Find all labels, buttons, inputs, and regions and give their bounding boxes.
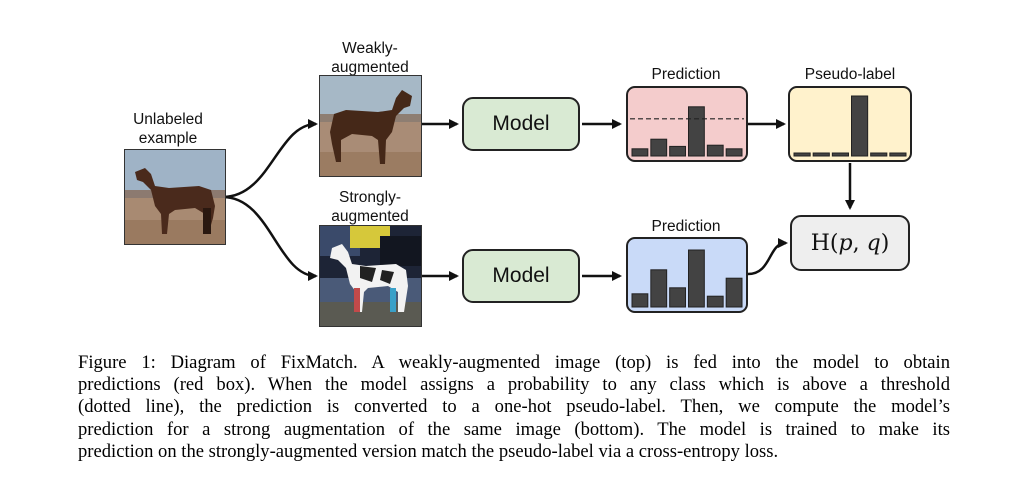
cross-entropy-loss-box: H(p, q) — [790, 215, 910, 271]
strong-image — [319, 225, 422, 327]
bar — [793, 152, 811, 157]
figure-caption: Figure 1: Diagram of FixMatch. A weakly-… — [78, 352, 950, 463]
bar — [631, 293, 649, 308]
horse-photo-strongly-augmented-icon — [320, 226, 421, 326]
model-bottom: Model — [462, 249, 580, 303]
bar — [725, 148, 743, 157]
caption-line: (dotted line), the prediction is convert… — [78, 396, 950, 418]
bar — [650, 138, 668, 157]
bar — [831, 152, 849, 157]
prediction-bottom-label: Prediction — [651, 218, 721, 235]
bar — [688, 249, 705, 308]
arrow-prediction-to-loss — [747, 238, 788, 276]
weak-label: Weakly-augmented — [331, 40, 409, 76]
bar — [706, 144, 724, 157]
bar — [851, 95, 869, 157]
arrow-to-weak — [222, 119, 318, 199]
caption-line: Figure 1: Diagram of FixMatch. A weakly-… — [78, 352, 950, 373]
caption-line: prediction on the strongly-augmented ver… — [78, 440, 779, 462]
pseudo-label-label: Pseudo-label — [804, 66, 896, 83]
weak-image — [319, 75, 422, 177]
unlabeled-image — [124, 149, 226, 245]
bar — [650, 269, 668, 308]
bar — [631, 148, 649, 157]
horse-photo-icon — [125, 150, 225, 244]
loss-label: H(p, q) — [810, 230, 890, 256]
prediction-bottom-bars — [631, 249, 743, 308]
caption-line: predictions (red box). When the model as… — [78, 374, 950, 396]
bar — [870, 152, 888, 157]
caption-line: prediction for a strong augmentation of … — [78, 418, 950, 440]
prediction-top-label: Prediction — [651, 66, 721, 83]
bar — [706, 295, 724, 308]
prediction-top-panel — [626, 86, 748, 162]
bar — [889, 152, 907, 157]
bar — [669, 287, 687, 308]
horse-photo-weakly-augmented-icon — [320, 76, 421, 176]
prediction-bottom-panel — [626, 237, 748, 313]
strong-label: Strongly-augmented — [331, 189, 409, 225]
pseudo-label-panel — [788, 86, 912, 162]
bar — [669, 145, 687, 157]
model-top: Model — [462, 97, 580, 151]
bar — [688, 106, 705, 157]
prediction-top-bars — [630, 106, 744, 157]
arrow-to-strong — [222, 195, 318, 281]
bar — [812, 152, 830, 157]
bar — [725, 277, 743, 308]
pseudo-label-bars — [793, 95, 907, 157]
